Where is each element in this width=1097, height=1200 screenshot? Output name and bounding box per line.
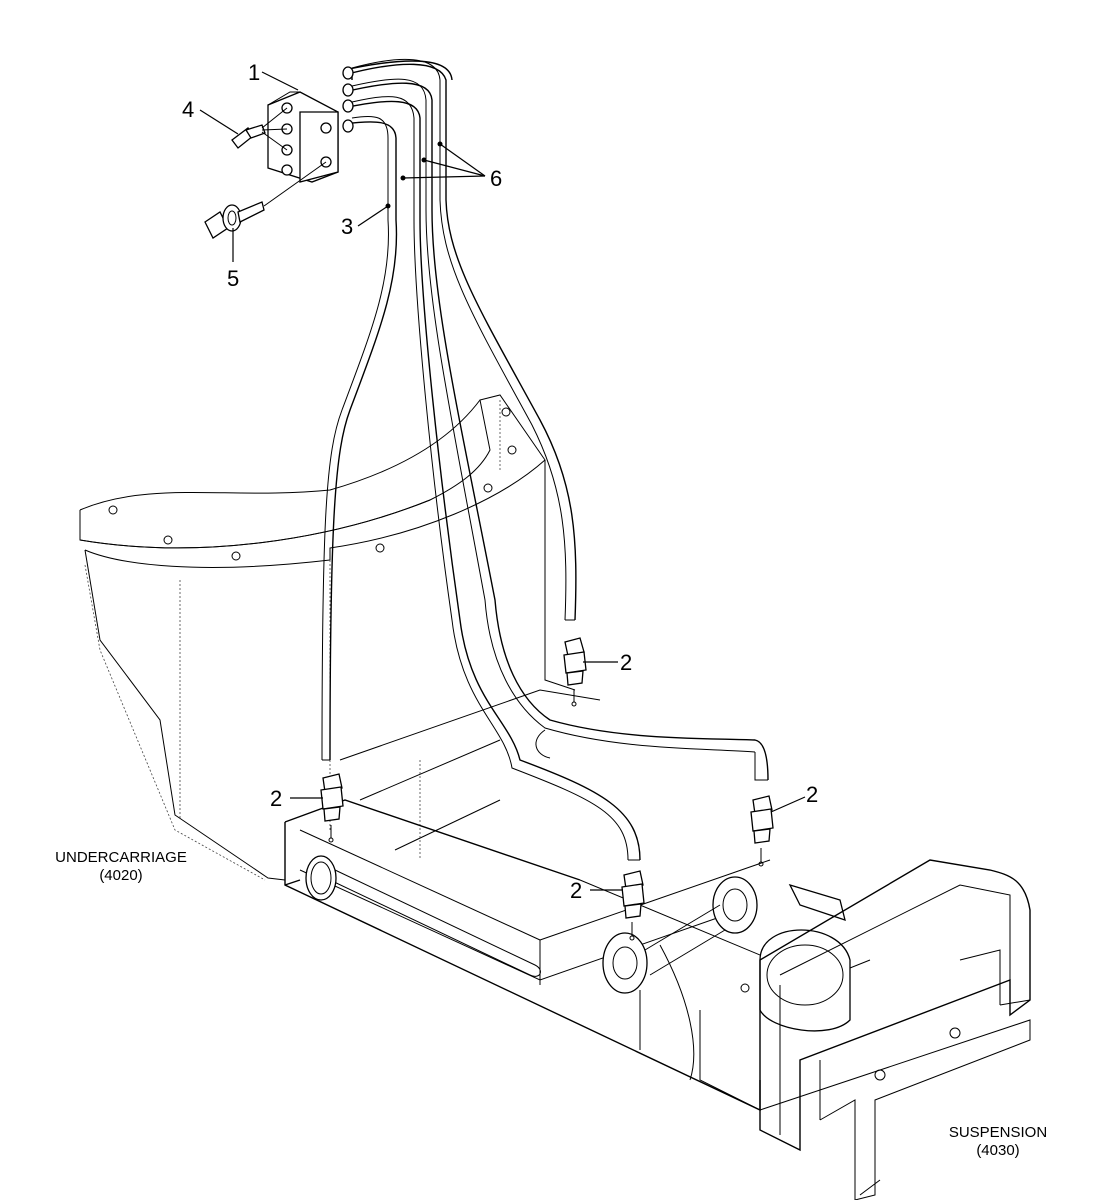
fitting-part-2-front <box>621 870 645 941</box>
screw-part-4 <box>231 107 288 151</box>
suspension-code: (4030) <box>976 1142 1019 1159</box>
callout-2-front: 2 <box>570 878 582 903</box>
callout-6: 6 <box>490 166 502 191</box>
callout-2-right: 2 <box>806 782 818 807</box>
callout-5: 5 <box>227 266 239 291</box>
callout-1: 1 <box>248 60 260 85</box>
undercarriage-label: UNDERCARRIAGE <box>55 849 187 866</box>
leader-lines <box>199 71 806 891</box>
fitting-part-2-left <box>320 773 344 843</box>
callout-2-left: 2 <box>270 786 282 811</box>
undercarriage-code: (4020) <box>99 867 142 884</box>
suspension-beam <box>284 799 1031 1200</box>
callout-3: 3 <box>341 214 353 239</box>
callout-2-rear: 2 <box>620 650 632 675</box>
fitting-part-2-rear <box>563 637 587 707</box>
bolt-part-5 <box>204 161 327 239</box>
undercarriage-frame <box>79 394 601 881</box>
callout-4: 4 <box>182 97 194 122</box>
suspension-label: SUSPENSION <box>949 1124 1047 1141</box>
clamp-bracket-part-1 <box>267 91 339 183</box>
brake-lines <box>321 58 769 861</box>
fitting-part-2-right <box>750 795 774 867</box>
